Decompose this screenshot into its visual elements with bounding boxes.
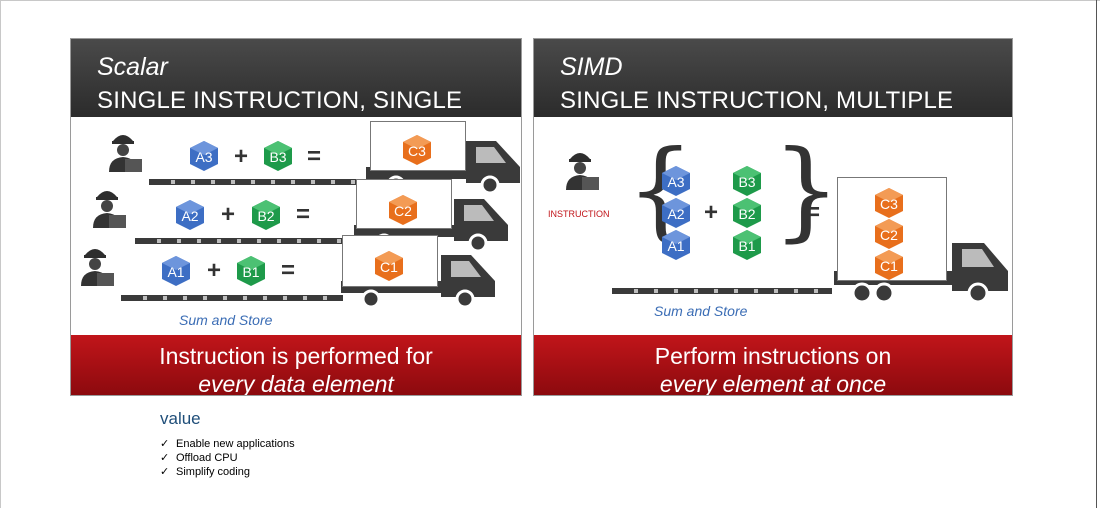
plus-sign: + (207, 257, 222, 284)
scalar-subtitle: SINGLE INSTRUCTION, SINGLE (97, 87, 463, 114)
cube-c1: C1 (874, 249, 904, 281)
worker-icon (560, 149, 600, 196)
checkmark-icon: ✓ (160, 452, 170, 464)
cube-a1: A1 (161, 255, 191, 287)
scalar-title: Scalar (97, 53, 168, 81)
cube-a1: A1 (661, 229, 691, 261)
scalar-panel: Scalar SINGLE INSTRUCTION, SINGLE A3 + B… (70, 38, 522, 396)
cube-c3: C3 (402, 134, 432, 166)
scalar-footer-line2: every data element (198, 371, 394, 396)
scalar-header: Scalar SINGLE INSTRUCTION, SINGLE (71, 39, 521, 117)
simd-title: SIMD (560, 53, 623, 81)
scalar-footer-line1: Instruction is performed for (159, 343, 433, 369)
checkmark-icon: ✓ (160, 466, 170, 478)
cube-c2: C2 (874, 218, 904, 250)
scalar-footer: Instruction is performed for every data … (71, 335, 521, 395)
sum-and-store-label: Sum and Store (179, 312, 273, 328)
list-item: ✓Enable new applications (160, 438, 295, 450)
cube-a2: A2 (661, 197, 691, 229)
simd-header: SIMD SINGLE INSTRUCTION, MULTIPLE (534, 39, 1012, 117)
list-item: ✓Offload CPU (160, 452, 238, 464)
conveyor-belt (612, 288, 832, 294)
simd-footer-line1: Perform instructions on (654, 343, 892, 369)
conveyor-belt (135, 238, 357, 244)
simd-subtitle: SINGLE INSTRUCTION, MULTIPLE (560, 87, 954, 114)
conveyor-belt (121, 295, 343, 301)
simd-footer-line2: every element at once (659, 371, 887, 396)
plus-sign: + (234, 143, 249, 170)
equals-sign: = (296, 201, 311, 228)
cube-a3: A3 (661, 165, 691, 197)
cube-b3: B3 (732, 165, 762, 197)
sum-and-store-label: Sum and Store (654, 303, 748, 319)
value-list: ✓Enable new applications ✓Offload CPU ✓S… (160, 437, 295, 479)
equals-sign: = (307, 143, 322, 170)
worker-icon (87, 187, 127, 234)
worker-icon (103, 131, 143, 178)
cube-b1: B1 (236, 255, 266, 287)
cube-b3: B3 (263, 140, 293, 172)
equals-sign: = (806, 199, 821, 226)
plus-sign: + (221, 201, 236, 228)
cube-c3: C3 (874, 187, 904, 219)
list-item: ✓Simplify coding (160, 466, 250, 478)
instruction-label: INSTRUCTION (548, 209, 610, 219)
checkmark-icon: ✓ (160, 438, 170, 450)
cube-a2: A2 (175, 199, 205, 231)
simd-panel: SIMD SINGLE INSTRUCTION, MULTIPLE INSTRU… (533, 38, 1013, 396)
plus-sign: + (704, 199, 719, 226)
cube-b1: B1 (732, 229, 762, 261)
cube-b2: B2 (732, 197, 762, 229)
worker-icon (75, 245, 115, 292)
page-left-border (0, 0, 1, 508)
cube-c2: C2 (388, 194, 418, 226)
equals-sign: = (281, 257, 296, 284)
cube-b2: B2 (251, 199, 281, 231)
cube-c1: C1 (374, 250, 404, 282)
page-right-border (1096, 0, 1097, 508)
value-heading: value (160, 409, 201, 428)
page-top-border (0, 0, 1100, 1)
conveyor-belt (149, 179, 369, 185)
simd-footer: Perform instructions on every element at… (534, 335, 1012, 395)
cube-a3: A3 (189, 140, 219, 172)
close-brace: } (772, 128, 841, 253)
